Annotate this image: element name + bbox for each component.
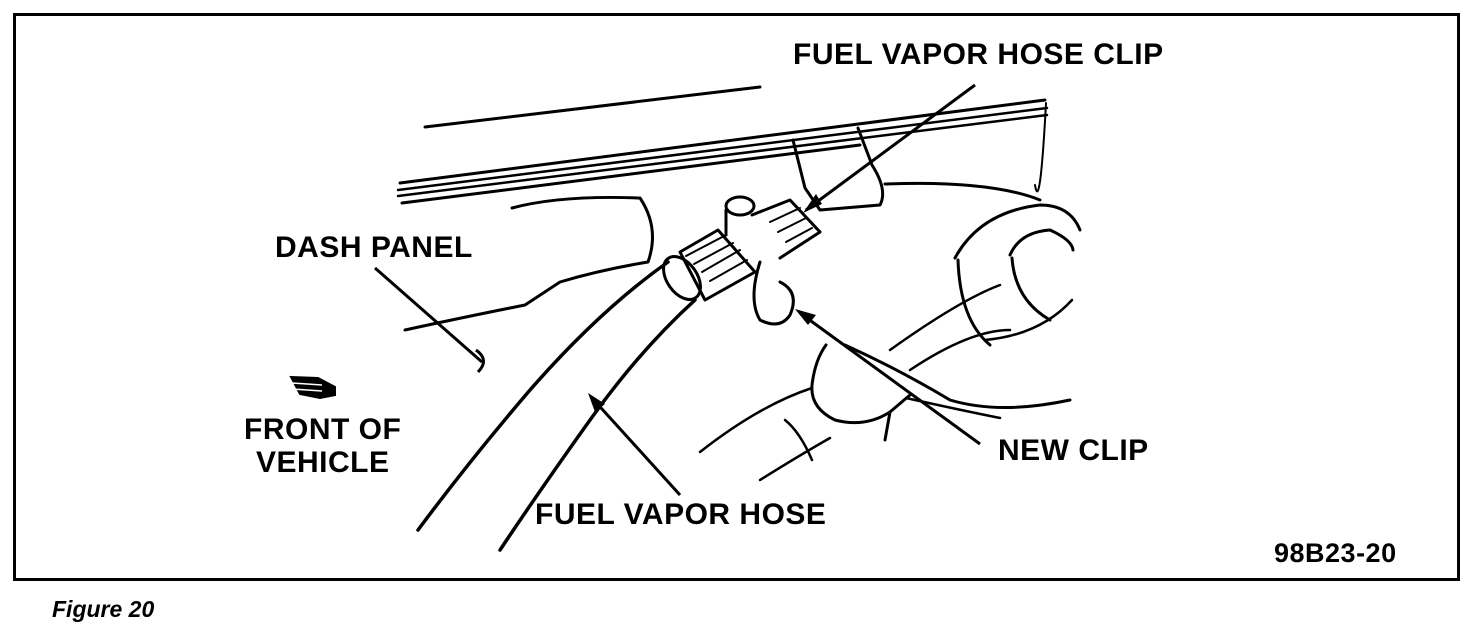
label-front-of-vehicle-line2: VEHICLE — [256, 446, 390, 479]
leader-fuel-vapor-hose-clip — [803, 83, 976, 213]
figure-caption: Figure 20 — [52, 596, 155, 622]
leader-fuel-vapor-hose — [588, 393, 682, 497]
lower-tubing — [698, 343, 1072, 482]
leader-dash-panel — [374, 266, 485, 374]
dash-panel — [403, 102, 1047, 332]
label-front-of-vehicle-line1: FRONT OF — [244, 413, 402, 446]
hose-clip-assembly — [678, 195, 822, 326]
label-fuel-vapor-hose-clip: FUEL VAPOR HOSE CLIP — [793, 38, 1164, 71]
engine-component — [888, 203, 1082, 372]
leader-new-clip — [795, 309, 981, 446]
figure-frame — [13, 13, 1460, 581]
figure-code: 98B23-20 — [1274, 538, 1397, 568]
front-of-vehicle-arrow-icon — [289, 375, 336, 400]
fuel-vapor-hose — [416, 255, 702, 552]
label-new-clip: NEW CLIP — [998, 434, 1149, 467]
label-fuel-vapor-hose: FUEL VAPOR HOSE — [535, 498, 827, 531]
rail-bracket — [791, 126, 885, 212]
label-dash-panel: DASH PANEL — [275, 231, 473, 264]
